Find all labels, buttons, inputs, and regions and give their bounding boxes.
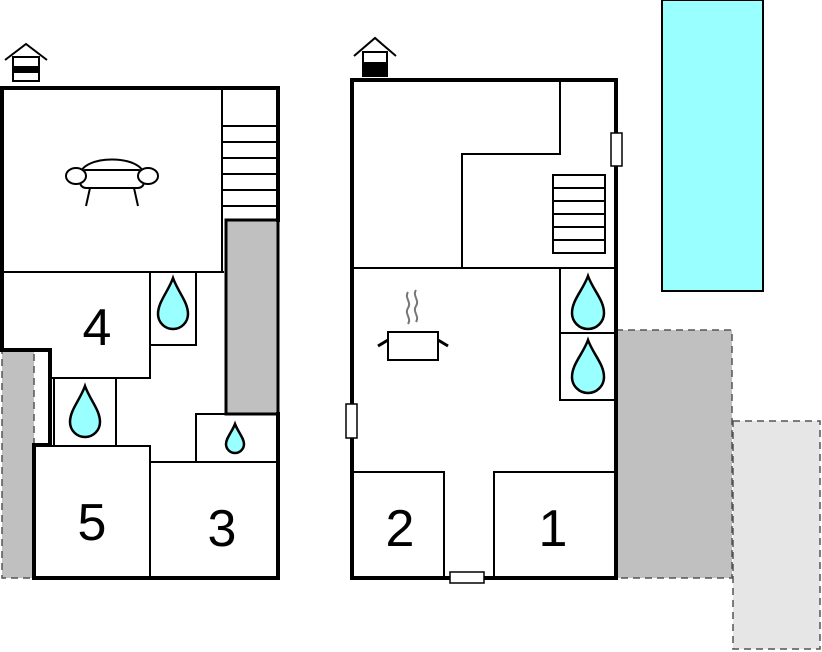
room-number-1: 1: [539, 500, 568, 558]
upper-floor: 4 5 3: [0, 42, 280, 580]
house-upper-floor-icon: [4, 42, 48, 82]
bathroom-icon-ground-1: [570, 272, 606, 331]
room-number-2: 2: [386, 500, 415, 558]
bathroom-icon-upper-1: [156, 274, 190, 331]
wall-shaft: [224, 218, 280, 416]
window-right: [610, 132, 623, 167]
bathroom-icon-upper-3: [224, 420, 246, 455]
stairs-ground: [552, 174, 606, 254]
bathroom-icon-ground-2: [570, 336, 606, 395]
cooking-pot-icon: [377, 289, 449, 361]
ground-floor: 2 1: [345, 36, 623, 584]
terrace-upper-floor-left: [1, 349, 35, 579]
room-number-3: 3: [208, 500, 237, 558]
house-ground-floor-icon: [353, 36, 397, 77]
bathroom-icon-upper-2: [68, 382, 102, 439]
sofa-icon: [65, 158, 159, 207]
terrace-ground-floor: [615, 329, 733, 579]
stairs-upper: [222, 125, 278, 207]
terrace-lower-right: [732, 420, 821, 650]
room-number-4: 4: [83, 299, 112, 357]
entrance-door: [449, 571, 485, 584]
room-number-5: 5: [78, 494, 107, 552]
pool: [661, 0, 764, 292]
window-left: [345, 403, 358, 439]
